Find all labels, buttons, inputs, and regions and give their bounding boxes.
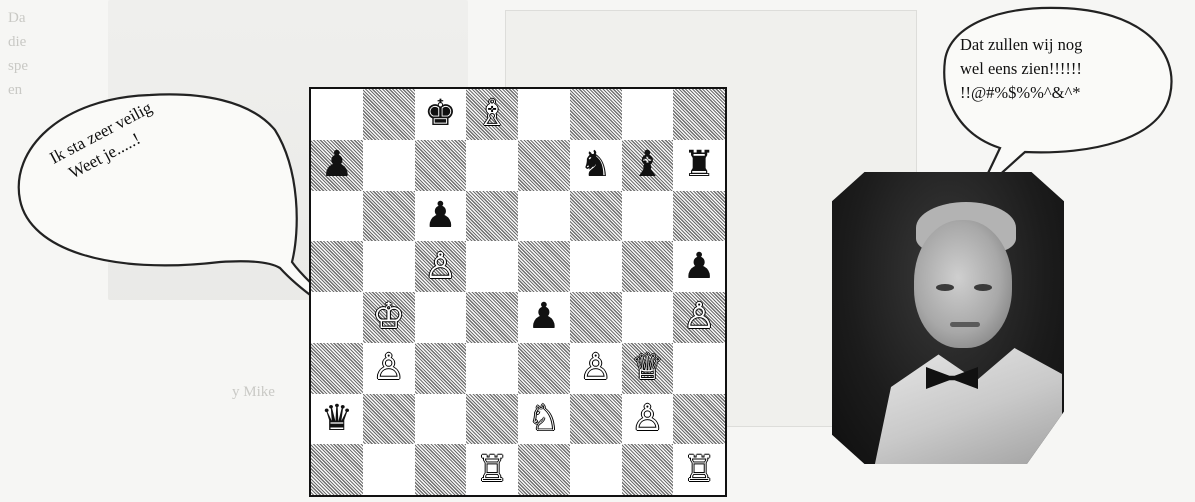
board-square xyxy=(311,89,363,140)
white-queen-icon: ♕ xyxy=(631,350,663,386)
board-square xyxy=(466,191,518,242)
board-square xyxy=(466,394,518,445)
board-square xyxy=(415,140,467,191)
board-square xyxy=(518,89,570,140)
board-square xyxy=(622,292,674,343)
board-square: ♔ xyxy=(363,292,415,343)
white-pawn-icon: ♙ xyxy=(372,350,404,386)
black-king-icon: ♚ xyxy=(424,96,456,132)
board-square xyxy=(363,444,415,495)
board-square: ♘ xyxy=(518,394,570,445)
board-square xyxy=(466,343,518,394)
board-square: ♟ xyxy=(415,191,467,242)
board-square: ♟ xyxy=(311,140,363,191)
board-square: ♕ xyxy=(622,343,674,394)
photo-eye xyxy=(936,284,954,291)
right-bubble-line-2: wel eens zien!!!!!! xyxy=(960,57,1150,81)
board-square xyxy=(622,191,674,242)
board-square: ♙ xyxy=(363,343,415,394)
board-square xyxy=(518,343,570,394)
board-square xyxy=(570,191,622,242)
white-pawn-icon: ♙ xyxy=(631,401,663,437)
board-square xyxy=(363,241,415,292)
board-square xyxy=(363,89,415,140)
right-bubble-text: Dat zullen wij nog wel eens zien!!!!!! !… xyxy=(960,33,1150,105)
board-square xyxy=(673,191,725,242)
board-square xyxy=(415,292,467,343)
board-square xyxy=(311,343,363,394)
black-knight-icon: ♞ xyxy=(579,147,611,183)
photo-mouth xyxy=(950,322,980,327)
white-pawn-icon: ♙ xyxy=(424,249,456,285)
white-knight-icon: ♘ xyxy=(528,401,560,437)
board-square: ♙ xyxy=(570,343,622,394)
right-bubble-line-3: !!@#%$%%^&^* xyxy=(960,81,1150,105)
white-bishop-icon: ♗ xyxy=(476,96,508,132)
board-square xyxy=(518,191,570,242)
board-square xyxy=(673,89,725,140)
board-square xyxy=(673,394,725,445)
board-square: ♜ xyxy=(673,140,725,191)
board-square xyxy=(518,444,570,495)
board-square xyxy=(518,140,570,191)
board-square xyxy=(415,394,467,445)
board-square xyxy=(363,140,415,191)
board-square xyxy=(570,444,622,495)
board-square xyxy=(570,241,622,292)
board-square xyxy=(622,241,674,292)
white-rook-icon: ♖ xyxy=(476,452,508,488)
black-pawn-icon: ♟ xyxy=(528,299,560,335)
black-pawn-icon: ♟ xyxy=(683,249,715,285)
board-square: ♝ xyxy=(622,140,674,191)
board-square: ♟ xyxy=(518,292,570,343)
photo-white-scarf xyxy=(872,348,1062,464)
board-square xyxy=(673,343,725,394)
board-square xyxy=(466,241,518,292)
black-pawn-icon: ♟ xyxy=(424,198,456,234)
board-square xyxy=(622,444,674,495)
black-bishop-icon: ♝ xyxy=(631,147,663,183)
white-king-icon: ♔ xyxy=(372,299,404,335)
board-square: ♙ xyxy=(415,241,467,292)
black-pawn-icon: ♟ xyxy=(321,147,353,183)
board-square: ♖ xyxy=(466,444,518,495)
board-square xyxy=(466,140,518,191)
board-square xyxy=(466,292,518,343)
board-square xyxy=(518,241,570,292)
white-rook-icon: ♖ xyxy=(683,452,715,488)
board-square xyxy=(311,292,363,343)
board-square xyxy=(622,89,674,140)
chess-board: ♚ ♗ ♟ ♞ ♝ ♜ ♟ ♙ ♟ ♔ ♟ ♙ ♙ ♙ ♕ ♛ ♘ ♙ ♖ ♖ xyxy=(309,87,727,497)
right-bubble-line-1: Dat zullen wij nog xyxy=(960,33,1150,57)
board-square: ♚ xyxy=(415,89,467,140)
board-square xyxy=(311,191,363,242)
board-square: ♛ xyxy=(311,394,363,445)
board-square xyxy=(311,444,363,495)
board-square: ♗ xyxy=(466,89,518,140)
photo-of-man-in-bowtie xyxy=(832,172,1064,464)
black-queen-icon: ♛ xyxy=(321,401,353,437)
white-pawn-icon: ♙ xyxy=(683,299,715,335)
board-square xyxy=(363,191,415,242)
board-square: ♙ xyxy=(673,292,725,343)
board-square xyxy=(570,292,622,343)
board-square: ♖ xyxy=(673,444,725,495)
board-square xyxy=(363,394,415,445)
board-square: ♞ xyxy=(570,140,622,191)
board-square xyxy=(415,343,467,394)
board-square: ♟ xyxy=(673,241,725,292)
black-rook-icon: ♜ xyxy=(683,147,715,183)
photo-face xyxy=(914,220,1012,348)
board-square: ♙ xyxy=(622,394,674,445)
photo-eye xyxy=(974,284,992,291)
board-square xyxy=(311,241,363,292)
board-square xyxy=(415,444,467,495)
board-square xyxy=(570,394,622,445)
board-square xyxy=(570,89,622,140)
white-pawn-icon: ♙ xyxy=(579,350,611,386)
